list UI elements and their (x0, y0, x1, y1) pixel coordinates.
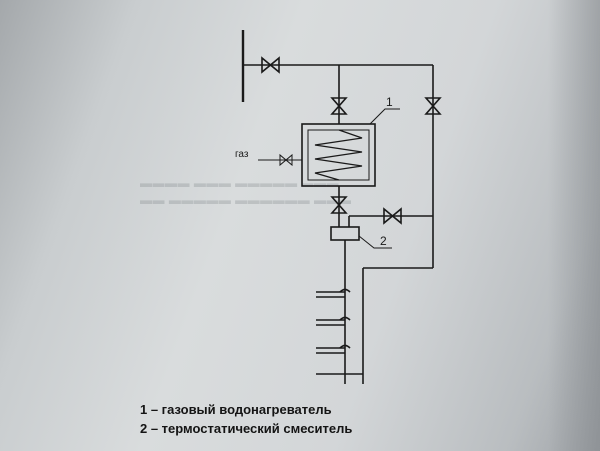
gas-label: газ (235, 149, 249, 160)
valve-icon (330, 196, 348, 214)
legend-item-2: 2 – термостатический смеситель (140, 421, 353, 436)
callout-leader-1 (369, 108, 400, 125)
paper-shadow (548, 0, 600, 451)
pipe-lines (241, 30, 434, 384)
outlet-crossover-1 (339, 288, 351, 293)
valve-icon (424, 97, 442, 115)
show-through-text: ▬▬▬▬ ▬▬▬ ▬▬▬▬▬ ▬▬▬ (140, 176, 340, 190)
callouts (358, 108, 400, 249)
callout-label-2: 2 (380, 234, 387, 248)
valve-icon (330, 97, 348, 115)
outlet-crossover-3 (339, 344, 351, 349)
valve-icon (383, 207, 402, 225)
heater-body (301, 123, 376, 187)
heat-coil-icon (314, 129, 363, 181)
gas-water-heater (301, 123, 376, 187)
callout-leader-2 (358, 235, 392, 249)
show-through-text: ▬▬ ▬▬▬▬▬ ▬▬▬▬▬▬ ▬▬▬ (140, 193, 352, 207)
valve-icon (261, 56, 280, 74)
valves (261, 56, 442, 225)
gas-valve-icon (279, 153, 293, 167)
outlet-crossover-2 (339, 316, 351, 321)
callout-label-1: 1 (386, 95, 393, 109)
legend-item-1: 1 – газовый водонагреватель (140, 402, 332, 417)
thermostatic-mixer (330, 226, 360, 241)
gas-line (258, 153, 302, 167)
